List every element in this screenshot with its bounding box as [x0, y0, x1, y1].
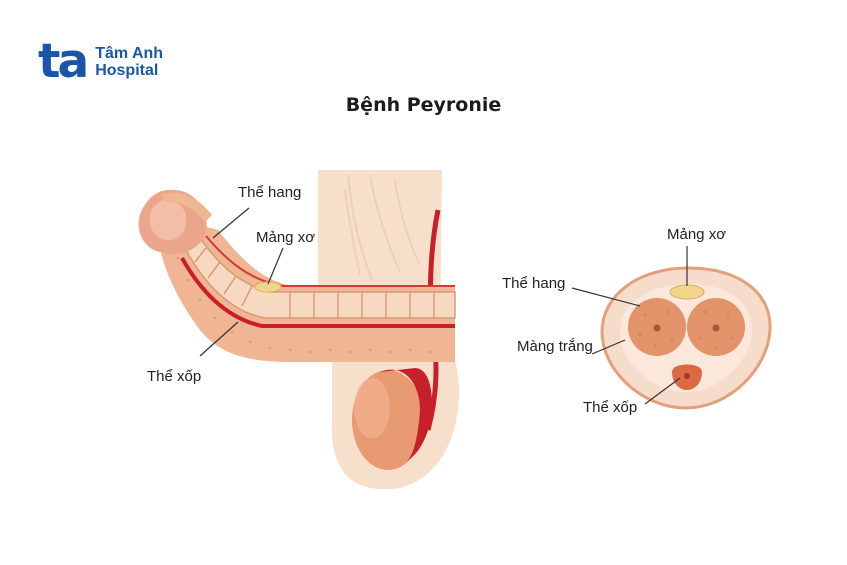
label-mang-trang-cross: Màng trắng	[517, 338, 593, 355]
urethra-cross	[684, 373, 690, 379]
brand-line-1: Tâm Anh	[95, 45, 164, 62]
artery-left	[653, 324, 661, 332]
artery-right	[712, 324, 720, 332]
brand-name: Tâm Anh Hospital	[95, 45, 163, 79]
brand-line-2: Hospital	[95, 62, 159, 79]
testicle-highlight	[354, 378, 390, 438]
label-mang-xo-side: Mảng xơ	[256, 229, 315, 246]
leader-mang-trang-cross	[591, 339, 626, 355]
leader-the-hang-cross	[571, 287, 641, 307]
plaque-cross	[669, 284, 705, 300]
foreskin	[162, 192, 212, 222]
cavernosum-segments	[194, 247, 435, 318]
body-fold-lines	[344, 174, 421, 281]
label-the-hang-cross: Thể hang	[502, 275, 565, 292]
label-the-xop-cross: Thể xốp	[583, 399, 637, 416]
leader-the-xop-cross	[644, 377, 681, 405]
page-title: Bệnh Peyronie	[345, 94, 502, 116]
label-mang-xo-cross: Mảng xơ	[667, 226, 726, 243]
corpus-cavernosum	[185, 230, 456, 319]
cavernosum-texture	[638, 310, 734, 350]
side-view: Thể hang Mảng xơ Thể xốp	[138, 170, 460, 490]
glans-highlight	[149, 199, 187, 241]
label-the-hang-side: Thể hang	[238, 184, 301, 201]
leader-mang-xo-side	[267, 247, 284, 285]
brand-logo[interactable]: ta Tâm Anh Hospital	[38, 34, 163, 89]
plaque-side	[254, 281, 282, 293]
urethra-line	[180, 257, 455, 328]
leader-the-xop-side	[199, 321, 239, 357]
leader-the-hang-side	[212, 207, 250, 239]
brand-mark: ta	[38, 34, 89, 89]
spermatic-cord	[380, 368, 432, 462]
cross-section: Mảng xơ Thể hang Màng trắng Thể xốp	[502, 226, 772, 416]
label-the-xop-side: Thể xốp	[147, 368, 201, 385]
